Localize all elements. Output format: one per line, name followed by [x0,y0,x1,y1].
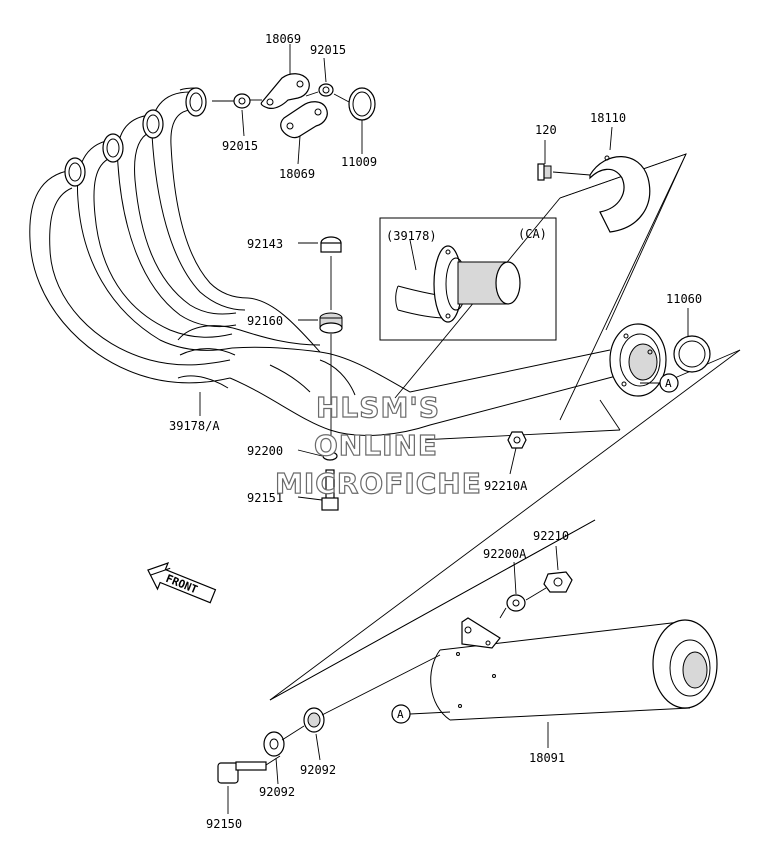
label-92151: 92151 [247,491,283,505]
ref-callout-a-collector: A [640,373,679,393]
watermark-line-3: MICROFICHE [275,467,482,500]
label-18069-top: 18069 [265,32,301,46]
label-18110: 18110 [590,111,626,125]
watermark-line-1: HLSM'S [316,391,440,424]
ref-a-collector-text: A [665,377,672,390]
assembly-guide-lines [269,153,741,701]
exhaust-header-pipes [29,87,321,389]
label-92015-top: 92015 [310,43,346,57]
label-ca: (CA) [518,227,547,241]
mount-hardware-center [319,236,527,511]
label-92200: 92200 [247,444,283,458]
collector-pipe [229,297,667,436]
label-11009: 11009 [341,155,377,169]
label-39178-inset: (39178) [386,229,437,243]
label-92150: 92150 [206,817,242,831]
label-18069-bottom: 18069 [279,167,315,181]
label-39178a: 39178/A [169,419,220,433]
muffler-mount-hardware [217,571,573,784]
part-number-labels: 18069 92015 92015 18069 11009 120 18110 … [169,32,702,831]
label-92015-left: 92015 [222,139,258,153]
ref-callout-a-muffler: A [391,704,451,724]
label-92200a: 92200A [483,547,527,561]
label-92143: 92143 [247,237,283,251]
label-92092-right: 92092 [300,763,336,777]
pipe-holder-parts [212,73,376,139]
ca-inset-box [379,217,557,341]
label-leader-lines [199,44,689,814]
heat-shield-parts [537,155,651,233]
label-92092-left: 92092 [259,785,295,799]
ref-a-muffler-text: A [397,708,404,721]
front-direction-arrow: FRONT [147,562,217,604]
gasket-11060 [673,335,711,373]
label-18091: 18091 [529,751,565,765]
watermark: HLSM'S ONLINE MICROFICHE [274,390,482,500]
muffler-18091 [430,617,718,721]
watermark-line-2: ONLINE [314,429,438,462]
label-92210a: 92210A [484,479,528,493]
label-92160: 92160 [247,314,283,328]
label-11060: 11060 [666,292,702,306]
label-120: 120 [535,123,557,137]
label-92210: 92210 [533,529,569,543]
